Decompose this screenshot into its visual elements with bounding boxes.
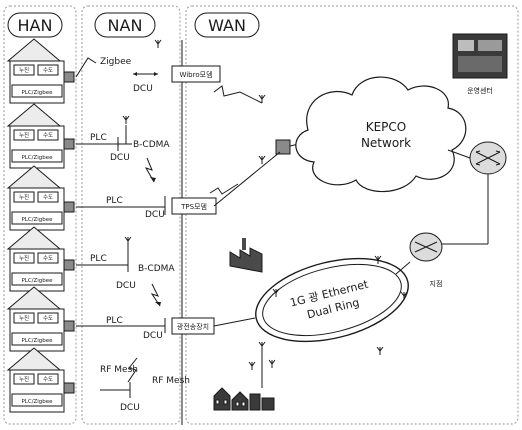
svg-text:Wibro모뎀: Wibro모뎀 [179, 70, 212, 79]
plc-label: PLC [106, 196, 123, 206]
city-buildings-icon [213, 387, 275, 411]
dcu-label: DCU [145, 210, 165, 220]
meter-label: 수도 [43, 255, 53, 262]
dcu-label: DCU [116, 281, 136, 291]
plc-label: PLC [106, 316, 123, 326]
svg-text:운영센터: 운영센터 [467, 86, 493, 95]
house-6: 누진 수도 PLC/Zigbee [6, 347, 75, 413]
plc-zigbee-label: PLC/Zigbee [21, 155, 53, 161]
optical-transmitter: 광전송장치 [171, 317, 215, 335]
house-4: 누진 수도 PLC/Zigbee [6, 226, 75, 292]
plc-zigbee-label: PLC/Zigbee [21, 90, 53, 96]
svg-text:TPS모뎀: TPS모뎀 [180, 202, 207, 211]
wibro-modem: Wibro모뎀 [171, 65, 221, 83]
optical-dual-ring: 1G 광 Ethernet Dual Ring [255, 257, 409, 343]
antennas [122, 39, 408, 370]
tps-modem: TPS모뎀 [171, 197, 217, 215]
meter-label: 수도 [43, 315, 53, 322]
bcdma-label: B-CDMA [138, 264, 175, 274]
plc-zigbee-label: PLC/Zigbee [21, 338, 53, 344]
han-frame [3, 5, 77, 425]
branch-label: 지점 [430, 279, 443, 288]
house-3: 누진 수도 PLC/Zigbee [6, 165, 75, 231]
meter-label: 누진 [19, 193, 29, 201]
plc-zigbee-label: PLC/Zigbee [21, 399, 53, 405]
svg-text:NAN: NAN [108, 16, 143, 35]
dcu-label: DCU [143, 331, 163, 341]
nan-header: NAN [94, 12, 156, 38]
dcu-label: DCU [133, 84, 153, 94]
plc-label: PLC [90, 133, 107, 143]
router-icon [469, 141, 507, 175]
nan-bcdma-row-2: PLC B-CDMA DCU [76, 245, 175, 307]
router-icon: 지점 [409, 232, 443, 288]
nan-plc-row-3: PLC DCU [76, 196, 166, 220]
nan-zigbee-row: Zigbee DCU [75, 57, 158, 94]
nan-bcdma-row-1: PLC B-CDMA DCU [76, 125, 170, 183]
meter-label: 누진 [19, 375, 29, 383]
svg-text:KEPCO: KEPCO [366, 120, 407, 134]
dcu-label: DCU [110, 153, 130, 163]
zigbee-label: Zigbee [100, 57, 132, 67]
kepco-network-cloud: KEPCO Network [295, 76, 467, 193]
plc-zigbee-label: PLC/Zigbee [21, 217, 53, 223]
wan-frame [185, 5, 519, 425]
gateway-box [275, 139, 291, 155]
meter-label: 누진 [19, 66, 29, 74]
meter-label: 누진 [19, 254, 29, 262]
meter-label: 수도 [43, 67, 53, 74]
house-1: 누진 수도 PLC/Zigbee [6, 38, 75, 104]
dcu-label: DCU [120, 403, 140, 413]
svg-text:WAN: WAN [208, 16, 246, 35]
factory-icon [229, 238, 263, 273]
nan-rf-mesh-row: RF Mesh RF Mesh DCU [100, 357, 190, 413]
nan-frame [81, 5, 181, 425]
svg-text:HAN: HAN [18, 16, 53, 35]
nan-plc-row-5: PLC DCU [76, 316, 166, 341]
operation-center: 운영센터 [452, 33, 508, 95]
wan-header: WAN [194, 12, 260, 38]
plc-zigbee-label: PLC/Zigbee [21, 278, 53, 284]
plc-label: PLC [90, 254, 107, 264]
meter-label: 수도 [43, 194, 53, 201]
rf-mesh-label: RF Mesh [152, 376, 190, 386]
svg-text:Network: Network [361, 136, 411, 150]
meter-label: 수도 [43, 132, 53, 139]
han-header: HAN [7, 12, 63, 38]
house-5: 누진 수도 PLC/Zigbee [6, 286, 75, 352]
bcdma-label: B-CDMA [133, 140, 170, 150]
svg-text:광전송장치: 광전송장치 [177, 322, 209, 331]
meter-label: 수도 [43, 376, 53, 383]
rf-mesh-label: RF Mesh [100, 365, 138, 375]
meter-label: 누진 [19, 131, 29, 139]
meter-label: 누진 [19, 314, 29, 322]
house-2: 누진 수도 PLC/Zigbee [6, 103, 75, 169]
